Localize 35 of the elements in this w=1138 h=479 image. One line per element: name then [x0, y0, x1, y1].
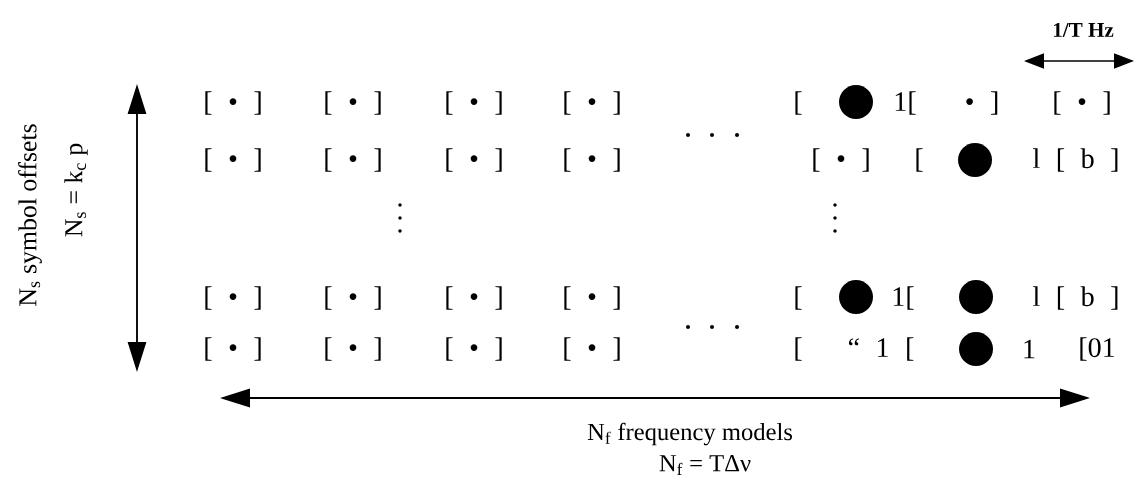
grid-entry: [ • ]	[325, 337, 381, 361]
grid-entry: 1	[1024, 339, 1035, 359]
axis-label: 1/T Hz	[1053, 22, 1114, 38]
grid-entry: [	[795, 91, 802, 115]
axis-label: N$_{s}$ symbol offsets	[18, 124, 42, 306]
grid-entry: [ • ]	[205, 91, 261, 115]
grid-entry: [	[795, 337, 802, 361]
grid-entry: [ • ]	[564, 286, 620, 310]
grid-entry: [ • ]	[205, 148, 261, 172]
grid-entry: [ • ]	[564, 91, 620, 115]
grid-entry: [ • ]	[813, 148, 869, 172]
grid-entry: [ • ]	[446, 91, 502, 115]
grid-entry: [ • ]	[325, 148, 381, 172]
axis-label: N$_{f}$ frequency models	[587, 422, 793, 446]
axis-label: N$_{f}$ = TΔν	[659, 455, 751, 475]
grid-entry: [ • ]	[446, 337, 502, 361]
grid-entry: [ • ]	[205, 337, 261, 361]
grid-entry: 1[	[895, 91, 916, 115]
grid-entry: [	[795, 286, 802, 310]
grid-entry: [ • ]	[205, 286, 261, 310]
grid-entry: l [ b ]	[1033, 148, 1118, 172]
axis-label: N$_{s}$ = k$_{c}$ p	[64, 143, 88, 237]
grid-entry: “ 1 [	[848, 337, 914, 361]
grid-entry: [01	[1080, 337, 1115, 361]
grid-entry: [ • ]	[564, 148, 620, 172]
grid-entry: [ • ]	[564, 337, 620, 361]
grid-entry: [ • ]	[446, 286, 502, 310]
grid-entry: • ]	[966, 91, 998, 115]
grid-entry: [	[916, 148, 923, 172]
grid-entry: l [ b ]	[1033, 286, 1118, 310]
grid-entry: [ • ]	[446, 148, 502, 172]
grid-entry: [ • ]	[325, 91, 381, 115]
grid-entry: [ • ]	[1054, 91, 1110, 115]
grid-entry: 1[	[893, 286, 914, 310]
grid-entry: [ • ]	[325, 286, 381, 310]
